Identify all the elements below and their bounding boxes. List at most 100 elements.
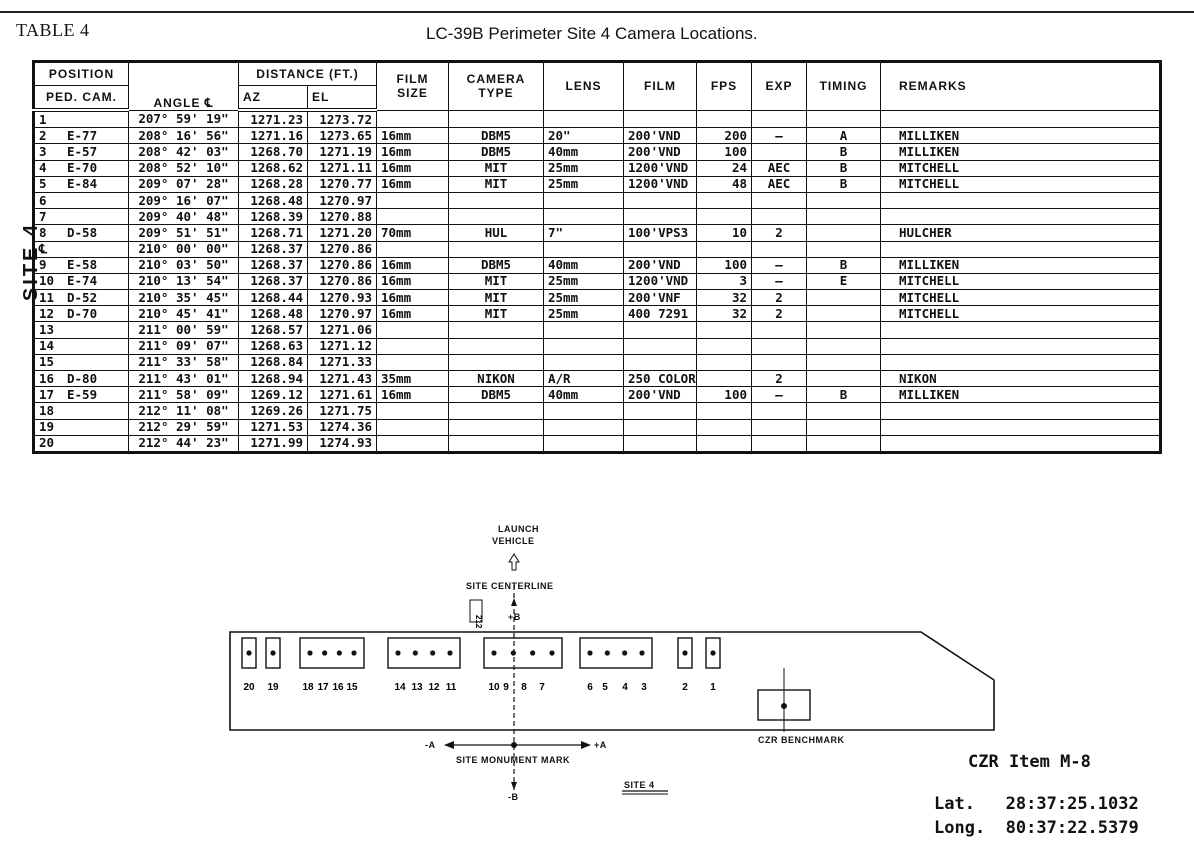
cam-id: D-52 — [67, 289, 98, 305]
plus-b-label: +B — [508, 612, 521, 622]
timing-cell: B — [806, 386, 881, 404]
type-cell — [448, 418, 544, 436]
lens-cell — [543, 353, 624, 372]
type-cell: DBM5 — [448, 127, 544, 145]
header-angle: ANGLE ℄ — [128, 61, 239, 111]
exp-cell — [751, 353, 807, 372]
angle-cell: 210° 00' 00" — [128, 240, 239, 258]
remarks-cell: MITCHELL — [880, 289, 1161, 307]
lens-cell: 25mm — [543, 159, 624, 177]
az-cell: 1271.53 — [238, 418, 308, 436]
pad-number: 8 — [521, 682, 527, 693]
el-cell: 1274.93 — [307, 434, 377, 453]
latitude-label: Lat. — [934, 794, 975, 814]
header-distance: DISTANCE (FT.) — [238, 61, 377, 86]
angle-cell: 211° 00' 59" — [128, 321, 239, 339]
pad-number: 10 — [488, 682, 500, 693]
camera-pad — [682, 650, 688, 656]
exp-cell — [751, 208, 807, 226]
longitude: Long. 80:37:22.5379 — [934, 818, 1139, 838]
site-code: 212 — [474, 615, 483, 629]
size-cell: 35mm — [376, 369, 449, 388]
exp-cell: — — [751, 272, 807, 291]
timing-cell — [806, 337, 881, 355]
camera-pad — [587, 650, 593, 656]
angle-cell: 208° 42' 03" — [128, 143, 239, 161]
timing-cell — [806, 109, 881, 129]
cam-id: D-58 — [67, 224, 98, 240]
pedestal-box — [483, 637, 563, 669]
plus-a-label: +A — [594, 740, 607, 750]
camera-pad — [447, 650, 453, 656]
film-cell — [623, 208, 697, 226]
exp-cell: 2 — [751, 305, 807, 323]
el-cell: 1271.12 — [307, 337, 377, 355]
film-cell: 200'VND — [623, 256, 697, 274]
ped-number: 17 — [39, 386, 55, 402]
camera-pad — [270, 650, 276, 656]
camera-pad — [336, 650, 342, 656]
header-exp: EXP — [751, 61, 807, 111]
header-remarks: REMARKS — [880, 61, 1161, 111]
minus-b-label: -B — [508, 792, 519, 802]
film-cell — [623, 353, 697, 372]
fps-cell — [696, 369, 752, 388]
lens-cell: 25mm — [543, 175, 624, 193]
fps-cell: 24 — [696, 159, 752, 177]
exp-cell: — — [751, 256, 807, 274]
camera-pad — [430, 650, 436, 656]
ped-number: 19 — [39, 419, 55, 435]
type-cell — [448, 321, 544, 339]
header-film: FILM — [623, 61, 697, 111]
fps-cell — [696, 240, 752, 258]
angle-cell: 209° 40' 48" — [128, 208, 239, 226]
table-label: TABLE 4 — [16, 20, 90, 40]
header-el: EL — [307, 85, 377, 112]
film-cell — [623, 240, 697, 258]
type-cell — [448, 402, 544, 420]
angle-cell: 207° 59' 19" — [128, 109, 239, 129]
el-cell: 1271.19 — [307, 143, 377, 161]
pedestal-box — [265, 637, 281, 669]
film-cell: 400 7291 — [623, 305, 697, 323]
az-cell: 1268.37 — [238, 272, 308, 291]
film-cell — [623, 402, 697, 420]
ped-number: 5 — [39, 176, 47, 192]
camera-pad — [510, 650, 516, 656]
exp-cell — [751, 109, 807, 129]
centerline-label: SITE CENTERLINE — [466, 581, 554, 591]
position-cell: 15 — [33, 353, 129, 372]
position-cell: 19 — [33, 418, 129, 436]
type-cell: MIT — [448, 289, 544, 307]
timing-cell — [806, 369, 881, 388]
launch-arrow-icon — [508, 553, 520, 571]
timing-cell — [806, 240, 881, 258]
timing-cell — [806, 321, 881, 339]
fps-cell: 48 — [696, 175, 752, 193]
type-cell — [448, 109, 544, 129]
fps-cell — [696, 418, 752, 436]
remarks-cell: MILLIKEN — [880, 143, 1161, 161]
lens-cell — [543, 240, 624, 258]
longitude-label: Long. — [934, 818, 986, 838]
remarks-cell — [880, 434, 1161, 453]
cam-id: D-70 — [67, 305, 98, 321]
fps-cell: 32 — [696, 289, 752, 307]
timing-cell — [806, 191, 881, 210]
lens-cell: 40mm — [543, 256, 624, 274]
type-cell: DBM5 — [448, 256, 544, 274]
az-cell: 1268.57 — [238, 321, 308, 339]
size-cell — [376, 402, 449, 420]
exp-cell — [751, 240, 807, 258]
fps-cell: 3 — [696, 272, 752, 291]
remarks-cell — [880, 240, 1161, 258]
